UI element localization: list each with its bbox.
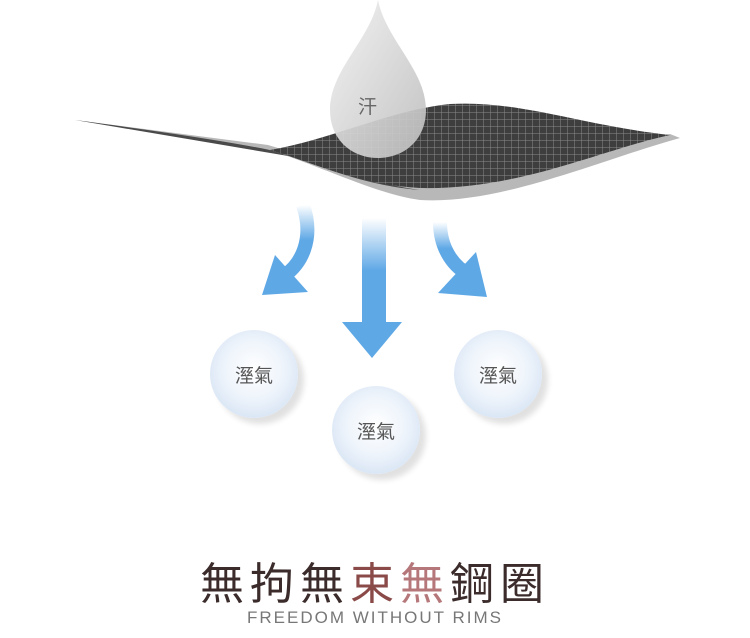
headline-char: 無 xyxy=(400,559,450,610)
moisture-bubble: 溼氣 xyxy=(332,386,420,474)
sweat-drop xyxy=(330,0,426,158)
moisture-bubble: 溼氣 xyxy=(210,330,298,418)
headline: 無拘無束無鋼圈 xyxy=(0,548,750,612)
headline-char: 鋼 xyxy=(450,559,500,610)
subtitle: FREEDOM WITHOUT RIMS xyxy=(247,608,503,627)
sweat-label: 汗 xyxy=(358,96,378,118)
headline-char: 無 xyxy=(200,559,250,610)
moisture-bubble: 溼氣 xyxy=(454,330,542,418)
arrow-right xyxy=(433,221,487,297)
headline-char: 圈 xyxy=(500,559,550,610)
headline-char: 束 xyxy=(350,559,400,610)
headline-char: 拘 xyxy=(250,559,300,610)
headline-char: 無 xyxy=(300,559,350,610)
arrow-center xyxy=(342,218,402,358)
fabric-diagram xyxy=(75,0,680,358)
fabric-mesh-layer xyxy=(270,103,670,189)
fabric-bottom-layer xyxy=(75,120,680,201)
arrow-left xyxy=(262,202,315,295)
